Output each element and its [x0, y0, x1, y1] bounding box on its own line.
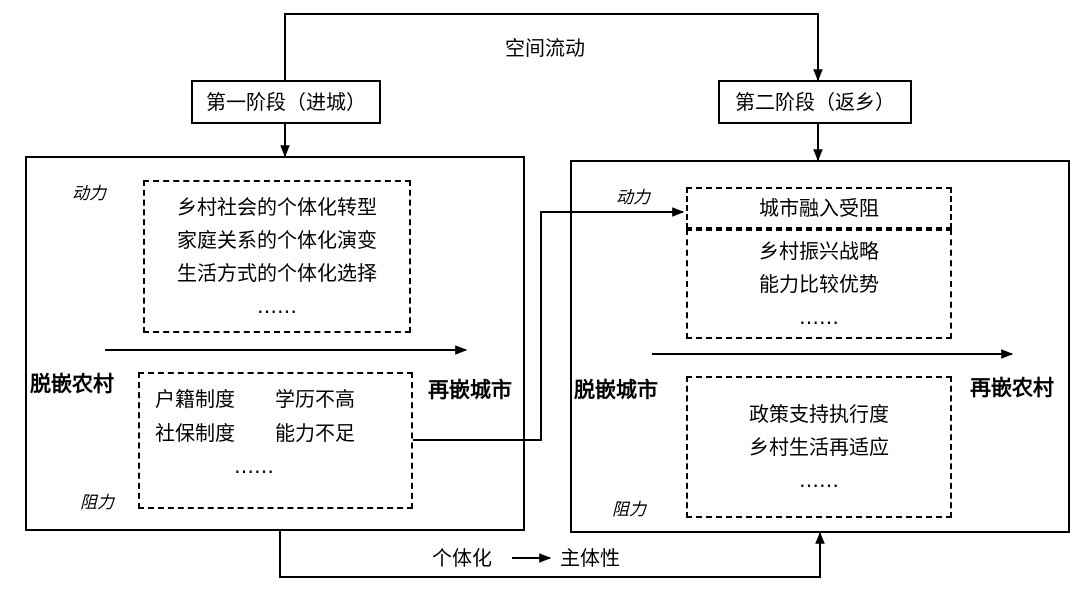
stage1-resistance-4: 能力不足 — [275, 421, 355, 445]
stage1-resistance-1: 户籍制度 — [155, 387, 235, 411]
stage1-box — [25, 156, 525, 531]
stage1-driver-1: 乡村社会的个体化转型 — [177, 194, 377, 219]
bottom-flow-from: 个体化 — [432, 546, 492, 570]
stage2-driver-1: 乡村振兴战略 — [759, 238, 879, 263]
cross-stage-connector — [413, 207, 685, 441]
stage1-driver-label: 动力 — [72, 184, 106, 204]
stage1-driver-more: …… — [257, 293, 297, 318]
stage2-driver-top-box: 城市融入受阻 — [686, 187, 952, 229]
top-flow-label: 空间流动 — [505, 36, 585, 60]
stage2-box — [570, 160, 1070, 533]
stage1-resistance-3: 社保制度 — [155, 421, 235, 445]
bottom-flow-connector — [279, 531, 825, 578]
stage1-right-label: 再嵌城市 — [428, 378, 512, 402]
top-flow-connector — [284, 13, 823, 82]
stage1-resistance-label: 阻力 — [80, 493, 114, 513]
stage2-driver-more: …… — [799, 304, 839, 329]
stage2-driver-2: 能力比较优势 — [759, 271, 879, 296]
bottom-flow-to: 主体性 — [560, 546, 620, 570]
stage2-resistance-label: 阻力 — [612, 500, 646, 520]
stage1-resistance-box: 户籍制度 学历不高 社保制度 能力不足 …… — [138, 372, 413, 509]
stage2-left-label: 脱嵌城市 — [574, 378, 658, 402]
stage1-resistance-2: 学历不高 — [275, 387, 355, 411]
stage1-resistance-more: …… — [234, 454, 274, 478]
stage2-driver-label: 动力 — [616, 188, 650, 208]
stage2-driver-top: 城市融入受阻 — [759, 196, 879, 220]
stage1-driver-2: 家庭关系的个体化演变 — [177, 227, 377, 252]
stage2-title: 第二阶段（返乡） — [735, 90, 895, 114]
stage2-resistance-2: 乡村生活再适应 — [749, 434, 889, 459]
stage2-resistance-1: 政策支持执行度 — [749, 401, 889, 426]
stage2-drivers-box: 乡村振兴战略 能力比较优势 …… — [686, 229, 952, 339]
stage1-driver-3: 生活方式的个体化选择 — [177, 260, 377, 285]
stage1-drivers-box: 乡村社会的个体化转型 家庭关系的个体化演变 生活方式的个体化选择 …… — [143, 180, 411, 333]
stage2-right-label: 再嵌农村 — [970, 376, 1054, 400]
stage2-resistance-box: 政策支持执行度 乡村生活再适应 …… — [686, 376, 952, 518]
stage2-resistance-more: …… — [799, 467, 839, 492]
stage1-title: 第一阶段（进城） — [206, 90, 366, 114]
stage2-title-box: 第二阶段（返乡） — [718, 80, 912, 124]
stage1-left-label: 脱嵌农村 — [30, 372, 114, 396]
stage1-title-box: 第一阶段（进城） — [191, 80, 381, 124]
